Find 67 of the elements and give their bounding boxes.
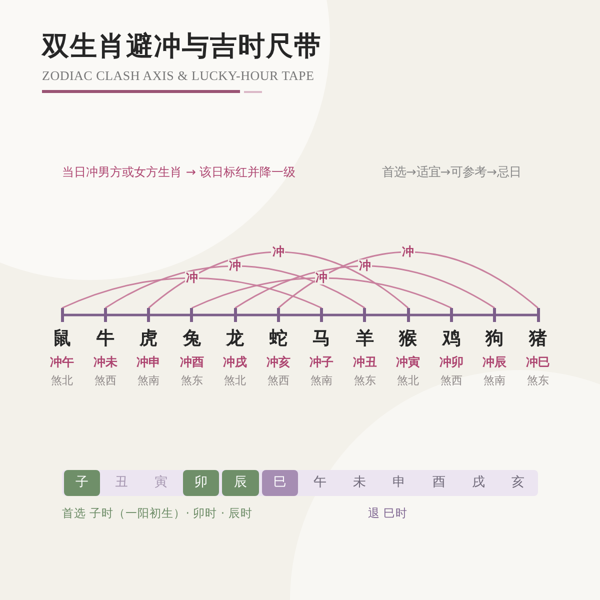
preferred-hours-text: 首选 子时（一阳初生）· 卯时 · 辰时: [62, 507, 252, 521]
title: 双生肖避冲与吉时尺带: [42, 33, 322, 61]
hour-label: 亥: [512, 476, 525, 490]
clash-text: 冲未: [93, 356, 118, 368]
zodiac-sign: 马: [312, 330, 331, 348]
clash-text: 冲子: [310, 356, 334, 368]
hour-cell: 子: [64, 470, 100, 496]
zodiac-sign: 牛: [96, 330, 114, 348]
clash-arc: [104, 265, 366, 309]
rank-order-text: 首选→适宜→可参考→忌日: [382, 165, 521, 180]
zodiac-sign: 猪: [529, 330, 547, 348]
direction-text: 煞北: [397, 375, 420, 386]
edge-label: 冲: [401, 246, 416, 258]
direction-text: 煞北: [51, 375, 73, 386]
clash-text: 冲申: [136, 356, 161, 368]
direction-text: 煞东: [527, 375, 549, 386]
clash-text: 冲丑: [352, 356, 377, 368]
hour-label: 丑: [115, 476, 128, 490]
subtitle: ZODIAC CLASH AXIS & LUCKY-HOUR TAPE: [42, 68, 314, 83]
direction-text: 煞西: [267, 375, 290, 386]
clash-arc: [278, 251, 538, 309]
note-text: 当日冲男方或女方生肖 → 该日标红并降一级: [62, 165, 296, 179]
clash-text: 冲寅: [396, 356, 420, 368]
edge-label: 冲: [358, 260, 372, 272]
clash-text: 冲辰: [482, 356, 507, 368]
zodiac-sign: 兔: [182, 330, 201, 348]
hour-label: 寅: [154, 476, 168, 490]
clash-text: 冲戌: [223, 356, 248, 368]
clash-text: 冲巳: [526, 356, 550, 368]
clash-text: 冲卯: [439, 356, 464, 368]
zodiac-sign: 狗: [486, 330, 504, 348]
zodiac-sign: 龙: [226, 330, 244, 348]
direction-text: 煞西: [440, 375, 462, 386]
zodiac-sign: 虎: [140, 330, 158, 348]
zodiac-sign: 蛇: [269, 330, 288, 348]
clash-text: 冲亥: [266, 356, 290, 368]
edge-label: 冲: [271, 246, 286, 258]
direction-text: 煞东: [180, 375, 203, 386]
edge-label: 冲: [314, 272, 329, 284]
zodiac-sign: 羊: [356, 330, 374, 348]
clash-text: 冲午: [50, 356, 74, 368]
hour-label: 戌: [472, 476, 485, 490]
direction-text: 煞东: [354, 375, 376, 386]
zodiac-sign: 猴: [399, 330, 418, 348]
direction-text: 煞南: [310, 375, 333, 386]
avoid-hour-text: 退 巳时: [368, 507, 408, 521]
clash-arc: [62, 277, 322, 309]
direction-text: 煞南: [138, 375, 160, 386]
edge-label: 冲: [228, 260, 242, 272]
clash-text: 冲酉: [180, 356, 204, 368]
zodiac-sign: 鼠: [53, 330, 71, 348]
hour-label: 未: [353, 476, 366, 490]
clash-arc: [192, 277, 452, 309]
hour-cell: 辰: [222, 470, 259, 496]
direction-text: 煞北: [224, 375, 246, 386]
hour-tape: [62, 470, 538, 496]
direction-text: 煞西: [94, 375, 116, 386]
hour-label: 申: [392, 476, 406, 490]
hour-cell: 巳: [262, 470, 298, 496]
direction-text: 煞南: [484, 375, 506, 386]
hour-cell: 卯: [182, 470, 220, 496]
zodiac-sign: 鸡: [442, 330, 460, 348]
hour-label: 午: [313, 476, 326, 490]
clash-arc: [148, 251, 409, 309]
edge-label: 冲: [184, 272, 199, 284]
hour-label: 酉: [432, 476, 446, 490]
clash-arc: [234, 265, 496, 309]
